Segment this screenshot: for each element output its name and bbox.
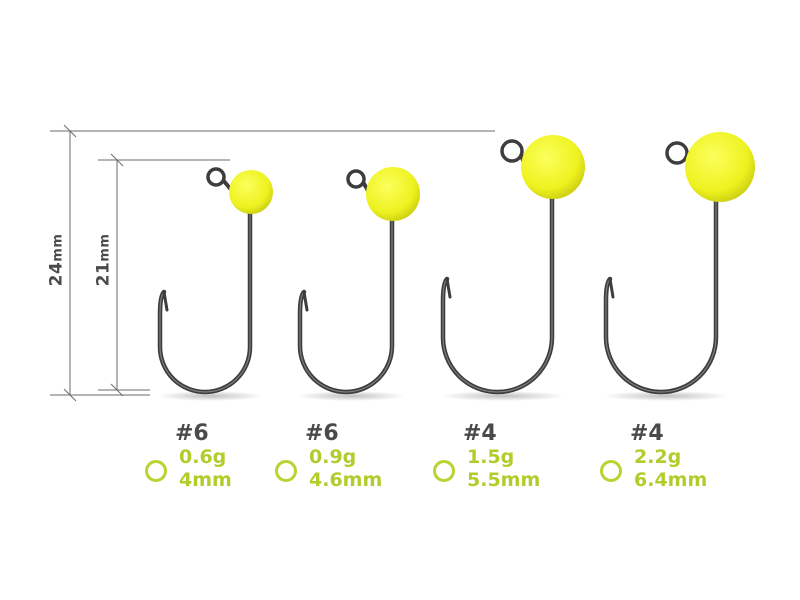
hook-size-label: #6 bbox=[175, 421, 209, 446]
jig-hook-2 bbox=[297, 167, 420, 401]
dimension-lines bbox=[50, 124, 495, 402]
ring-icon bbox=[275, 460, 297, 482]
jig-head bbox=[229, 170, 273, 214]
hooks-layer bbox=[157, 132, 755, 401]
overall-tick-bottom bbox=[63, 388, 77, 402]
hook-wire bbox=[157, 192, 253, 395]
hook-eye bbox=[665, 141, 689, 165]
hook-wire-highlight bbox=[442, 189, 553, 393]
hook-shadow bbox=[297, 391, 405, 401]
hook-spec-2: #6 0.9g 4.6mm bbox=[265, 422, 435, 492]
jig-head bbox=[366, 167, 420, 221]
hook-barb bbox=[162, 290, 169, 312]
hook-size-label: #6 bbox=[305, 421, 339, 446]
hook-spec-3: #4 1.5g 5.5mm bbox=[423, 422, 593, 492]
hook-wire bbox=[603, 187, 719, 395]
hook-size-label: #4 bbox=[630, 421, 664, 446]
head-diameter-value: 5.5mm bbox=[467, 469, 541, 491]
hook-shadow bbox=[440, 391, 565, 401]
hook-wire-highlight bbox=[159, 194, 251, 393]
jig-hook-1 bbox=[157, 167, 273, 401]
weight-value: 0.9g bbox=[309, 446, 357, 468]
hook-barb bbox=[445, 277, 452, 299]
hook-spec-4: #4 2.2g 6.4mm bbox=[590, 422, 760, 492]
hook-shadow bbox=[157, 391, 263, 401]
hook-shadow bbox=[603, 391, 729, 401]
ring-icon bbox=[600, 460, 622, 482]
head-diameter-value: 4.6mm bbox=[309, 469, 383, 491]
shank-length-label: 21mm bbox=[93, 233, 114, 287]
jig-head bbox=[521, 135, 585, 199]
ring-icon bbox=[145, 460, 167, 482]
hook-spec-1: #6 0.6g 4mm bbox=[135, 422, 305, 492]
hook-barb bbox=[608, 277, 615, 299]
ring-icon bbox=[433, 460, 455, 482]
overall-length-label: 24mm bbox=[46, 233, 67, 287]
jig-head bbox=[685, 132, 755, 202]
overall-tick-top bbox=[63, 124, 77, 138]
weight-value: 2.2g bbox=[634, 446, 682, 468]
hook-wire bbox=[440, 187, 555, 395]
head-diameter-value: 6.4mm bbox=[634, 469, 708, 491]
hook-wire-highlight bbox=[299, 199, 393, 393]
hook-wire bbox=[297, 197, 395, 395]
hook-eye bbox=[346, 169, 366, 189]
shank-tick-top bbox=[110, 153, 124, 167]
shank-tick-bottom bbox=[110, 383, 124, 397]
hook-barb bbox=[302, 290, 309, 312]
jig-hook-4 bbox=[603, 132, 755, 401]
hook-eye bbox=[206, 167, 226, 187]
hook-size-label: #4 bbox=[463, 421, 497, 446]
hook-wire-highlight bbox=[605, 189, 717, 393]
head-diameter-value: 4mm bbox=[179, 469, 232, 491]
jig-hook-3 bbox=[440, 135, 585, 401]
hook-eye bbox=[500, 139, 524, 163]
weight-value: 1.5g bbox=[467, 446, 515, 468]
weight-value: 0.6g bbox=[179, 446, 227, 468]
